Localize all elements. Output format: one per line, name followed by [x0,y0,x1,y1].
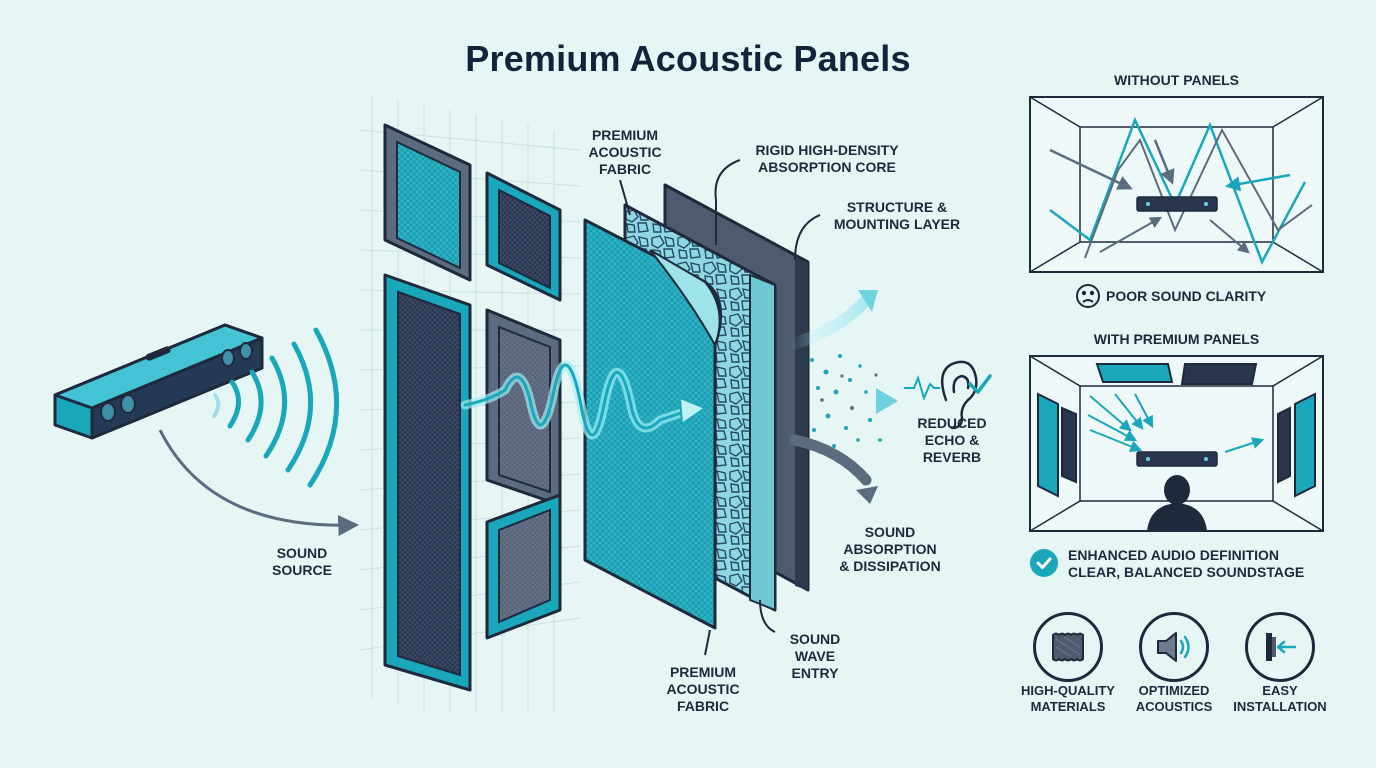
speaker-icon [1157,632,1190,662]
leader-lines [619,159,821,656]
label-structure-layer: STRUCTURE &MOUNTING LAYER [833,199,961,232]
panel-top-middle [485,171,562,302]
checkmark-icon [968,374,992,394]
feature-circle-acoustics [1139,612,1209,682]
feature-circle-materials [1033,612,1103,682]
reflection-arrow-up [784,292,874,351]
fabric-swatch-icon [1052,632,1084,662]
enhanced-audio-label: ENHANCED AUDIO DEFINITION CLEAR, BALANCE… [1068,547,1305,580]
sound-source-arrow [158,429,360,537]
sad-face-icon [1076,284,1100,308]
pulse-line-icon [904,374,940,401]
with-panels-room [1029,355,1324,532]
feature-circle-installation [1245,612,1315,682]
page-title: Premium Acoustic Panels [465,38,911,79]
wall-mount-icon [1266,633,1296,661]
panel-bottom-middle [485,493,562,640]
without-panels-room [1029,96,1324,273]
panel-top-left [383,123,472,282]
panel-tall-left [383,273,472,692]
dissipation-particles [810,354,882,448]
soundbar-icon [53,323,264,440]
check-circle-icon [1030,549,1058,577]
dissipation-arrow-down [789,434,872,486]
poor-clarity-label: POOR SOUND CLARITY [1106,288,1267,304]
with-panels-title: WITH PREMIUM PANELS [1093,331,1260,347]
panel-middle [485,308,562,507]
without-panels-title: WITHOUT PANELS [1114,72,1239,88]
sound-wave-arcs [212,327,339,488]
